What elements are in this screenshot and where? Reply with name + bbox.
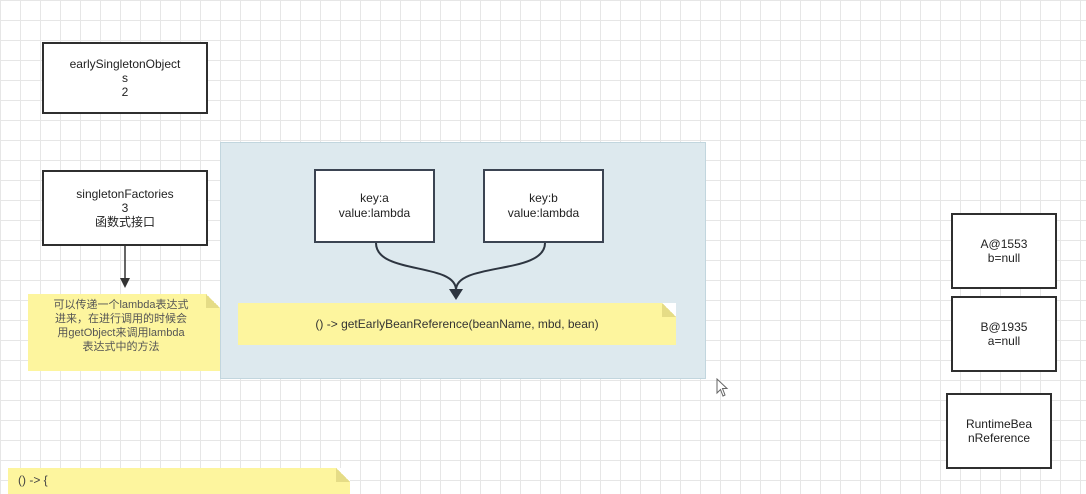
note-fold-corner xyxy=(662,303,676,317)
lambda-hint-text: 可以传递一个lambda表达式 进来，在进行调用的时候会 用getObject来… xyxy=(53,299,189,353)
note-fold-corner xyxy=(336,468,350,482)
early-singleton-objects-box[interactable]: earlySingletonObject s 2 xyxy=(42,42,208,114)
map-entry-b-label: key:b value:lambda xyxy=(507,191,580,220)
runtime-bean-reference-box[interactable]: RuntimeBea nReference xyxy=(946,393,1052,469)
map-entry-a-label: key:a value:lambda xyxy=(338,191,411,220)
a-instance-box[interactable]: A@1553 b=null xyxy=(951,213,1057,289)
singleton-factories-label: singletonFactories 3 函数式接口 xyxy=(76,187,174,229)
a-instance-label: A@1553 b=null xyxy=(980,237,1028,265)
map-entry-b[interactable]: key:b value:lambda xyxy=(483,169,604,243)
factories-to-hint-connector[interactable] xyxy=(120,246,130,288)
singleton-factories-box[interactable]: singletonFactories 3 函数式接口 xyxy=(42,170,208,246)
lambda-expression-text: () -> getEarlyBeanReference(beanName, mb… xyxy=(315,317,599,331)
lambda-hint-note[interactable]: 可以传递一个lambda表达式 进来，在进行调用的时候会 用getObject来… xyxy=(28,294,220,371)
lambda-expression-note[interactable]: () -> getEarlyBeanReference(beanName, mb… xyxy=(238,303,676,345)
mouse-cursor-icon xyxy=(716,378,729,397)
note-fold-corner xyxy=(206,294,220,308)
bottom-lambda-text: () -> { xyxy=(18,473,48,487)
b-instance-box[interactable]: B@1935 a=null xyxy=(951,296,1057,372)
early-singleton-objects-label: earlySingletonObject s 2 xyxy=(69,57,181,99)
bottom-lambda-note[interactable]: () -> { xyxy=(8,468,350,494)
b-instance-label: B@1935 a=null xyxy=(980,320,1028,348)
runtime-bean-reference-label: RuntimeBea nReference xyxy=(965,417,1033,445)
map-entry-a[interactable]: key:a value:lambda xyxy=(314,169,435,243)
